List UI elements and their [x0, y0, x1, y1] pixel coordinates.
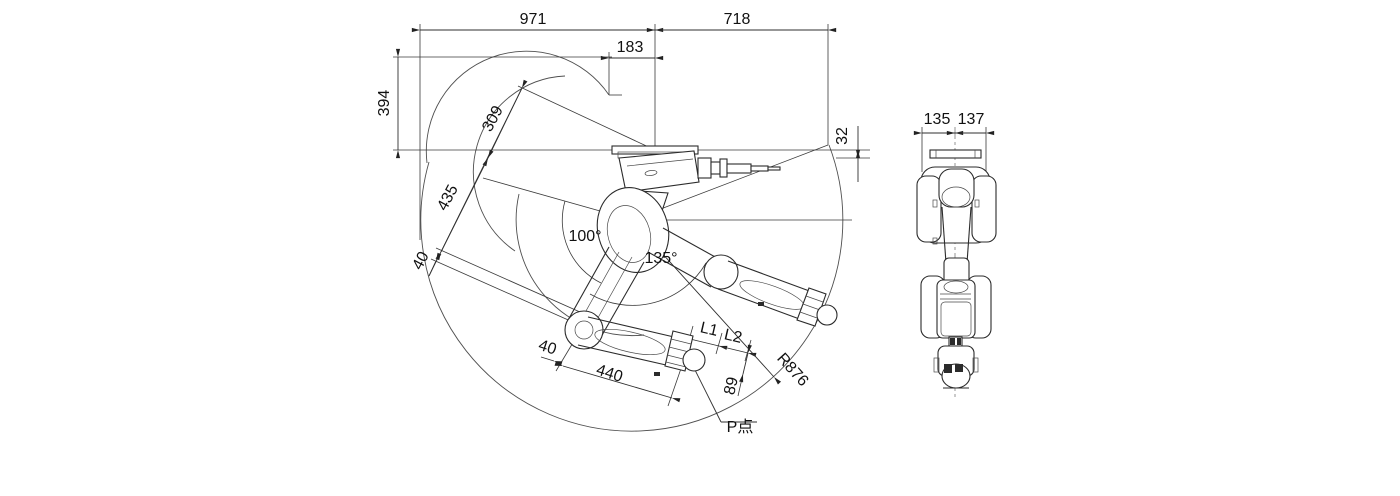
wrist-dome-left: [682, 348, 706, 372]
dim-40-upper-label: 40: [409, 249, 432, 273]
p-point-label: P点: [727, 418, 754, 436]
front-lower-body: [936, 279, 976, 339]
front-top-plate: [929, 149, 982, 159]
dim-440-label: 440: [594, 362, 625, 386]
arm-right-pose: [647, 227, 838, 327]
wrist-housing: [618, 150, 700, 193]
angle-arc-135: [589, 262, 707, 306]
dim-L2-label: L2: [722, 326, 743, 347]
envelope-top-arc: [425, 50, 610, 164]
angle-arcs: [561, 200, 707, 306]
envelope-main-circle-R876: [420, 144, 844, 432]
angle-135-label: 135°: [644, 250, 677, 267]
dim-40-lower-label: 40: [536, 337, 558, 359]
work-envelope-arcs: [420, 50, 844, 432]
front-shoulder-pod-right: [971, 175, 997, 243]
dim-137-label: 137: [958, 111, 985, 128]
dim-394-label: 394: [376, 90, 393, 117]
dim-89-label: 89: [721, 375, 742, 396]
dim-718-label: 718: [724, 11, 751, 28]
front-shoulder-pod-left: [916, 175, 942, 243]
dim-309-label: 309: [479, 103, 507, 135]
elbow-joint-right: [703, 254, 739, 290]
wrist-dome-right: [816, 304, 838, 326]
tool-spindle: [697, 157, 781, 179]
angle-100-label: 100°: [568, 228, 601, 245]
brand-oval: [644, 170, 658, 176]
dim-135-label: 135: [924, 111, 951, 128]
forearm-label-mark-right: [758, 302, 764, 306]
angle-arc-100: [561, 200, 602, 284]
robot-main-view: [564, 145, 838, 376]
dim-32-label: 32: [834, 127, 851, 145]
inner-reach-arc: [472, 75, 566, 252]
forearm-label-mark: [654, 372, 660, 376]
dim-183-label: 183: [617, 39, 644, 56]
elbow-joint-left: [564, 310, 604, 350]
upper-arm-left-pose: [564, 246, 645, 350]
forearm-left-pose: [577, 316, 706, 376]
robot-front-view: 135 137: [913, 111, 997, 397]
dim-L1-label: L1: [698, 319, 719, 340]
base-plate: [611, 145, 699, 155]
dim-435-label: 435: [434, 182, 462, 214]
radius-R876-label: R876: [773, 350, 811, 390]
dim-971-label: 971: [520, 11, 547, 28]
